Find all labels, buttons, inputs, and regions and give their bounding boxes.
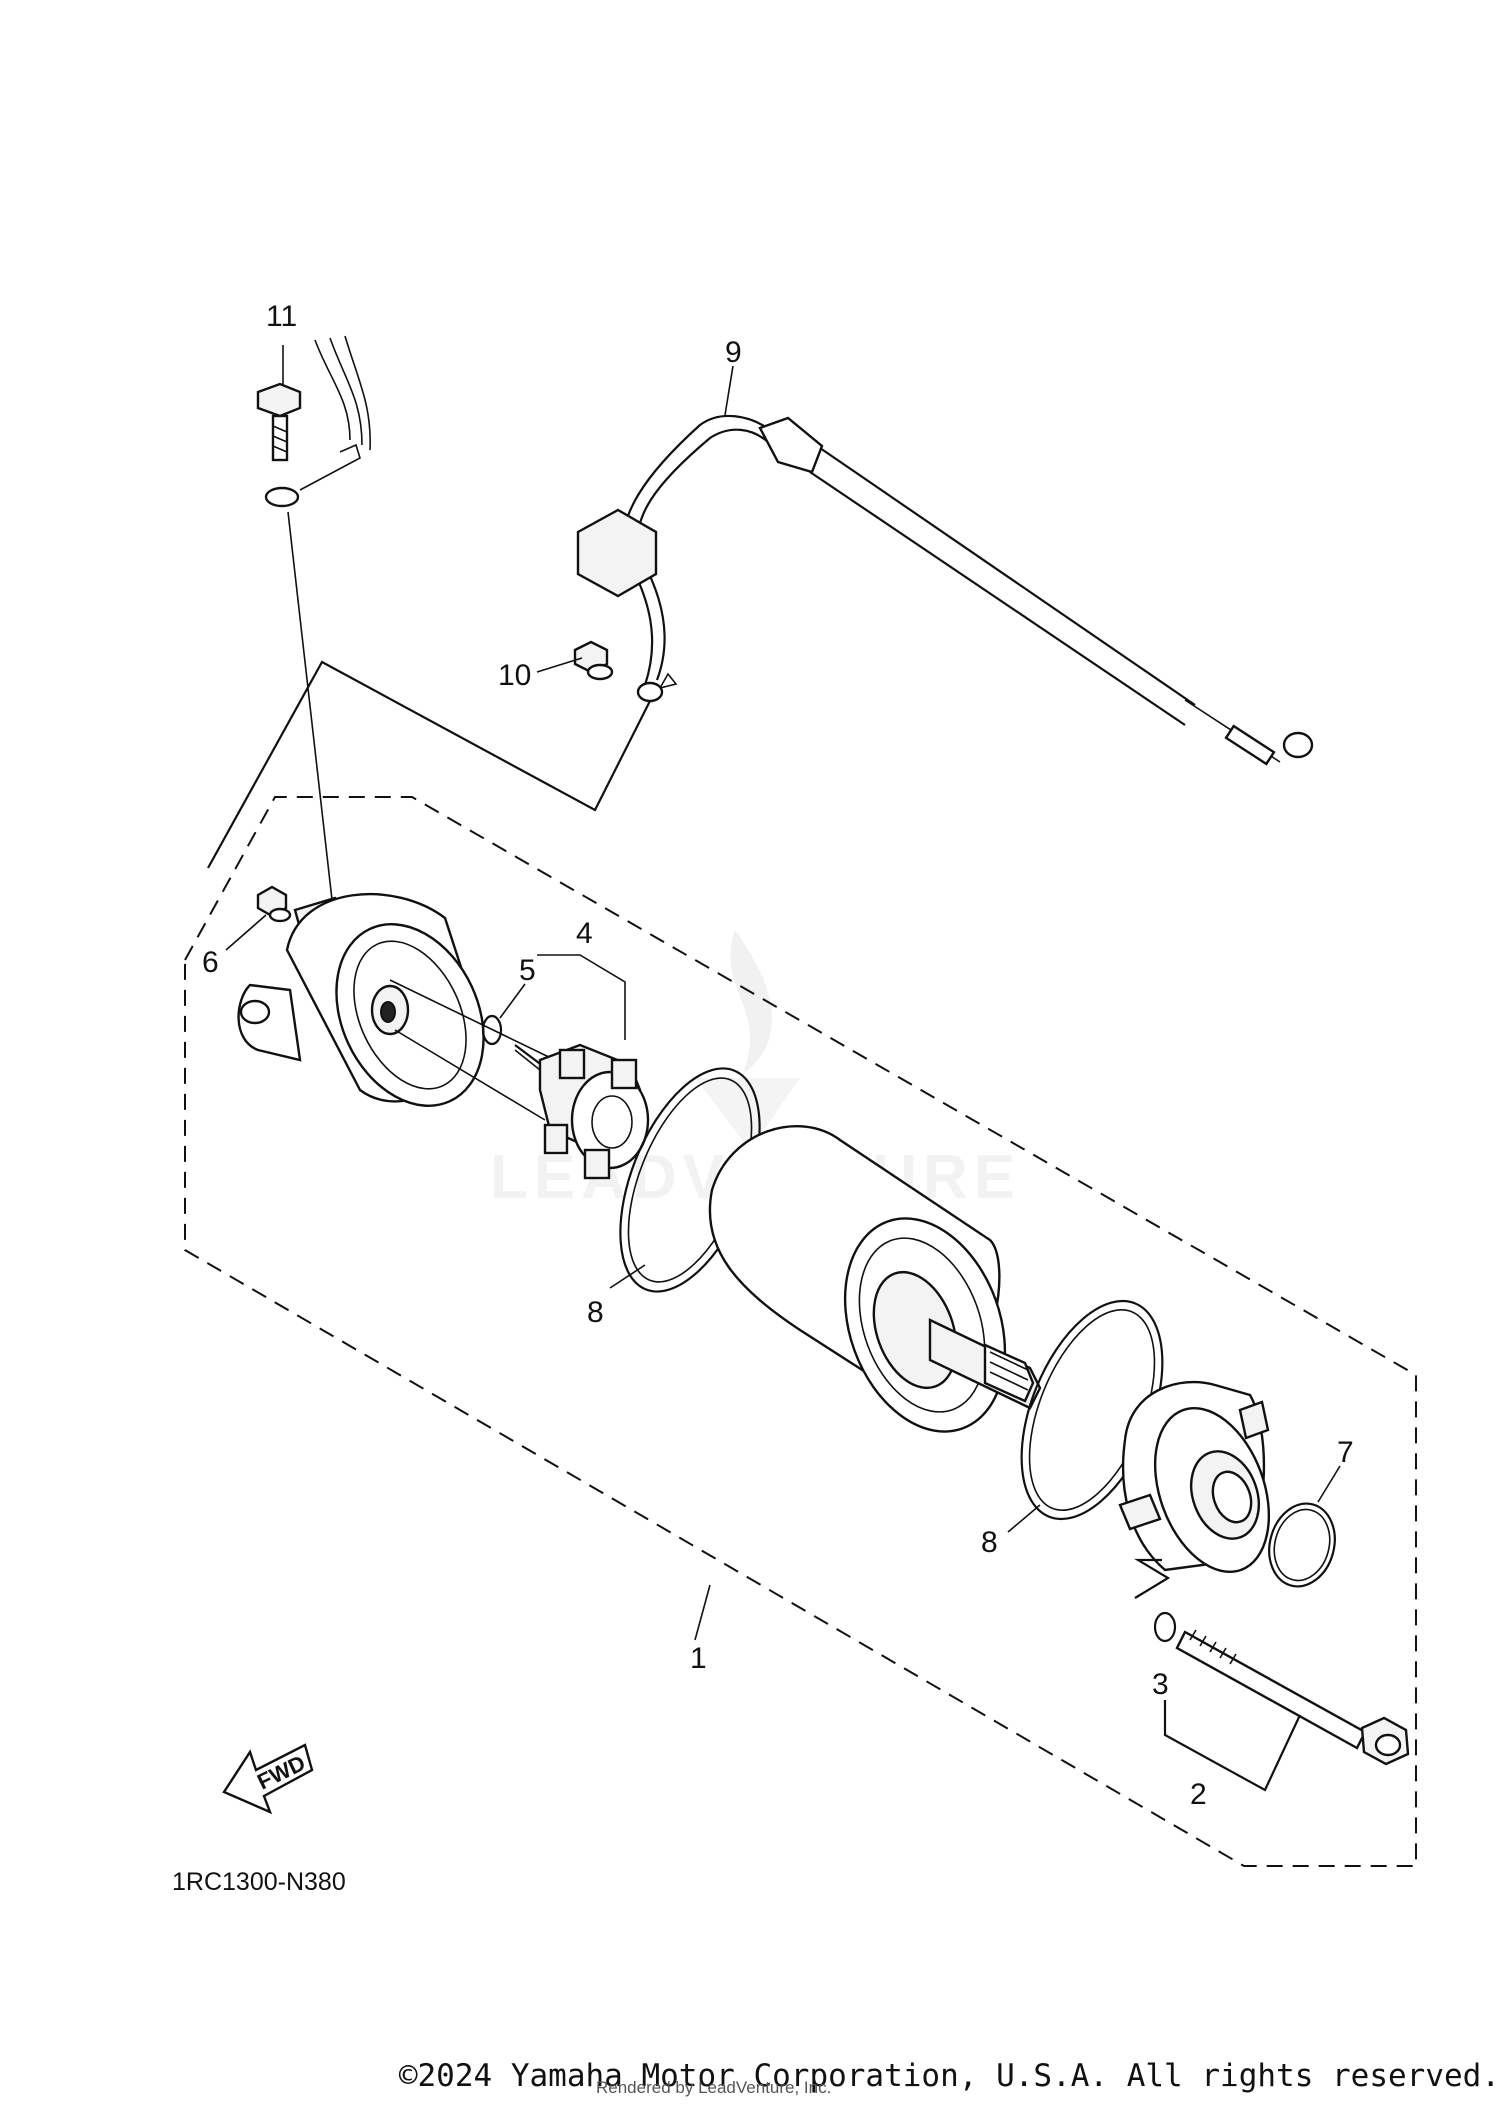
part-2-through-bolt <box>1175 1629 1410 1766</box>
part-5-o-ring <box>481 1014 503 1046</box>
bracket-3 <box>1134 1558 1171 1599</box>
callout-4: 4 <box>576 917 593 950</box>
callout-6: 6 <box>202 946 219 979</box>
callout-11: 11 <box>266 300 297 333</box>
part-9-lead-wire <box>576 414 1314 766</box>
leader-9 <box>724 365 734 416</box>
leader-11-terminal <box>287 511 337 936</box>
part-7-o-ring-inner <box>1273 1508 1331 1582</box>
callout-8-upper: 8 <box>587 1296 604 1329</box>
part-10-nut <box>573 640 614 681</box>
callout-3: 3 <box>1152 1668 1169 1701</box>
callout-9: 9 <box>725 336 742 369</box>
bracket-2 <box>1163 1700 1301 1792</box>
axis-line-upper <box>389 979 556 1061</box>
axis-line-lower <box>394 1029 546 1121</box>
callout-7: 7 <box>1337 1436 1354 1469</box>
rear-housing <box>237 892 485 1107</box>
leader-6 <box>225 914 267 951</box>
leader-1 <box>694 1584 711 1641</box>
leader-5 <box>499 983 526 1019</box>
part-3-o-ring <box>1153 1611 1177 1643</box>
rendered-by-text: Rendered by LeadVenture, Inc. <box>596 2078 832 2097</box>
callout-1: 1 <box>690 1642 707 1675</box>
leader-8-upper <box>609 1264 646 1289</box>
part-7-o-ring <box>1268 1502 1336 1588</box>
leader-7 <box>1317 1465 1341 1503</box>
callout-8-lower: 8 <box>981 1526 998 1559</box>
front-cover <box>1118 1380 1271 1574</box>
leader-4 <box>537 954 626 1040</box>
copyright-text: ©2024 Yamaha Motor Corporation, U.S.A. A… <box>398 2058 1500 2094</box>
fwd-arrow: FWD <box>222 1743 314 1815</box>
assembly-boundary <box>184 796 1417 1867</box>
drawing-code: 1RC1300-N380 <box>172 1868 346 1896</box>
leader-10 <box>536 657 583 673</box>
part-6-nut <box>256 885 292 923</box>
leader-8-lower <box>1007 1504 1041 1533</box>
callout-5: 5 <box>519 954 536 987</box>
yoke-armature <box>708 1125 1042 1433</box>
part-11-bolt <box>256 335 371 508</box>
callout-2: 2 <box>1190 1778 1207 1811</box>
callout-10: 10 <box>498 659 531 692</box>
part-4-brush-holder <box>514 1043 650 1180</box>
bracket-6-10 <box>207 660 654 869</box>
